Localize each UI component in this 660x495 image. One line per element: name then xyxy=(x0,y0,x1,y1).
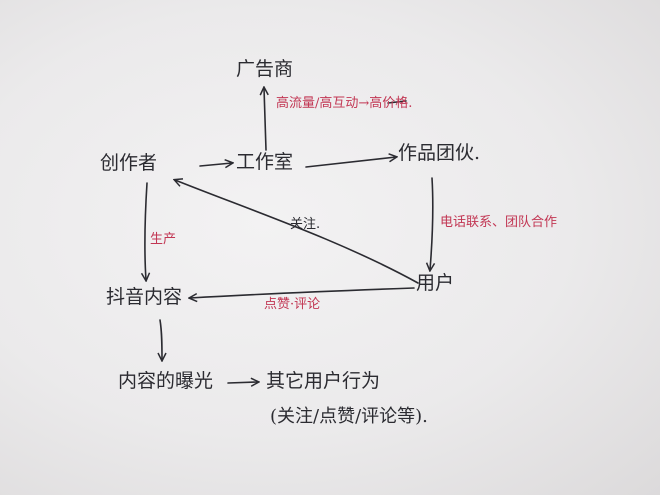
arrow-creator-to-studio xyxy=(199,163,232,166)
node-creator: 创作者 xyxy=(100,152,158,174)
arrow-user-to-content xyxy=(190,287,415,298)
node-partner: 作品团伙. xyxy=(398,142,481,164)
arrow-studio-to-advertiser xyxy=(264,88,266,151)
label-follow: 关注. xyxy=(290,217,321,232)
node-douyin-content: 抖音内容 xyxy=(106,286,183,308)
label-contact-cooperation: 电话联系、团队合作 xyxy=(440,215,558,230)
arrow-content-to-exposure xyxy=(160,319,162,360)
arrow-high-traffic-to-price xyxy=(387,100,407,104)
node-advertiser: 广告商 xyxy=(236,58,294,80)
arrow-partner-to-user xyxy=(430,177,433,270)
node-studio: 工作室 xyxy=(236,151,294,173)
node-user: 用户 xyxy=(416,272,455,294)
label-high-traffic-price: 高流量/高互动→高价格. xyxy=(276,96,413,111)
node-exposure: 内容的曝光 xyxy=(118,370,214,392)
arrow-studio-to-partner xyxy=(305,157,396,168)
arrow-exposure-to-behavior xyxy=(227,382,258,383)
arrow-user-to-creator xyxy=(175,180,419,284)
node-behavior-detail: (关注/点赞/评论等). xyxy=(270,406,428,427)
node-other-behavior: 其它用户行为 xyxy=(266,370,381,392)
label-like-comment: 点赞·评论 xyxy=(264,297,321,312)
label-produce: 生产 xyxy=(150,232,177,247)
arrow-creator-to-content xyxy=(145,182,147,280)
